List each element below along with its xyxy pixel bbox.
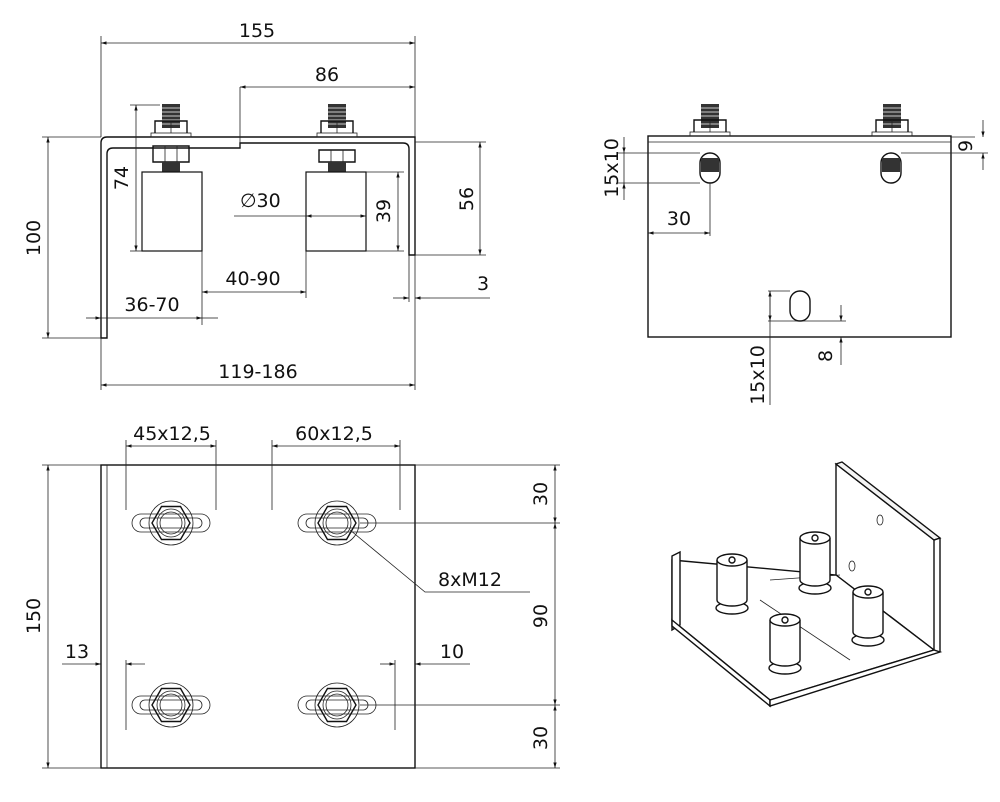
iso-roller-2 xyxy=(798,531,832,595)
dim-height-total: 100 xyxy=(23,220,45,256)
dim-length-total: 150 xyxy=(23,598,45,634)
dim-edge-offset: 9 xyxy=(955,140,977,152)
dim-roller-height: 39 xyxy=(373,199,395,223)
dim-width-range: 119-186 xyxy=(218,361,297,383)
iso-roller-3 xyxy=(851,585,885,647)
iso-roller-1 xyxy=(715,553,749,615)
bracket-outline xyxy=(100,136,416,339)
lower-slot xyxy=(789,290,811,322)
dim-slot-right: 60x12,5 xyxy=(295,423,373,445)
plan-view: 45x12,5 60x12,5 150 13 10 30 90 30 8xM12 xyxy=(23,423,560,769)
dim-width-upper: 86 xyxy=(315,64,339,86)
dim-roller-spacing: 40-90 xyxy=(225,268,280,290)
dim-slot-lower: 15x10 xyxy=(747,345,769,405)
dim-slot-offset: 30 xyxy=(667,208,691,230)
right-roller xyxy=(305,171,367,252)
dim-leg-height: 56 xyxy=(456,187,478,211)
side-view: 15x10 30 9 8 15x10 xyxy=(601,103,988,405)
dim-roller-diameter: ∅30 xyxy=(240,190,281,212)
side-dimensions xyxy=(618,120,988,405)
left-roller xyxy=(141,171,203,252)
front-view: 155 86 100 74 ∅30 39 56 3 40-90 36-70 11… xyxy=(23,20,490,390)
dim-bottom-margin: 30 xyxy=(530,726,552,750)
plan-dimensions xyxy=(42,440,560,769)
dim-width-total: 155 xyxy=(239,20,275,42)
upper-slot-right xyxy=(880,152,902,184)
upper-slot-left xyxy=(699,152,721,184)
isometric-view xyxy=(671,461,943,708)
dim-bottom-offset: 8 xyxy=(815,350,837,362)
dim-edge-left: 13 xyxy=(65,641,89,663)
dim-side-gap: 36-70 xyxy=(124,294,179,316)
dim-thickness: 3 xyxy=(477,273,489,295)
dim-edge-right: 10 xyxy=(440,641,464,663)
dim-bolt-spacing: 90 xyxy=(530,604,552,628)
bolt-spec-label: 8xM12 xyxy=(438,569,502,591)
bolt-bottom-left xyxy=(131,682,211,728)
left-bolt xyxy=(150,103,192,172)
dim-bolt-height: 74 xyxy=(111,166,133,190)
dim-slot-left: 45x12,5 xyxy=(133,423,211,445)
front-dimensions xyxy=(42,36,490,390)
side-plate xyxy=(647,135,952,338)
dim-top-margin: 30 xyxy=(530,482,552,506)
bolt-top-left xyxy=(131,500,211,546)
iso-roller-4 xyxy=(768,613,802,675)
base-plate xyxy=(100,464,416,769)
dim-slot-upper: 15x10 xyxy=(601,138,623,198)
right-bolt xyxy=(316,103,358,172)
